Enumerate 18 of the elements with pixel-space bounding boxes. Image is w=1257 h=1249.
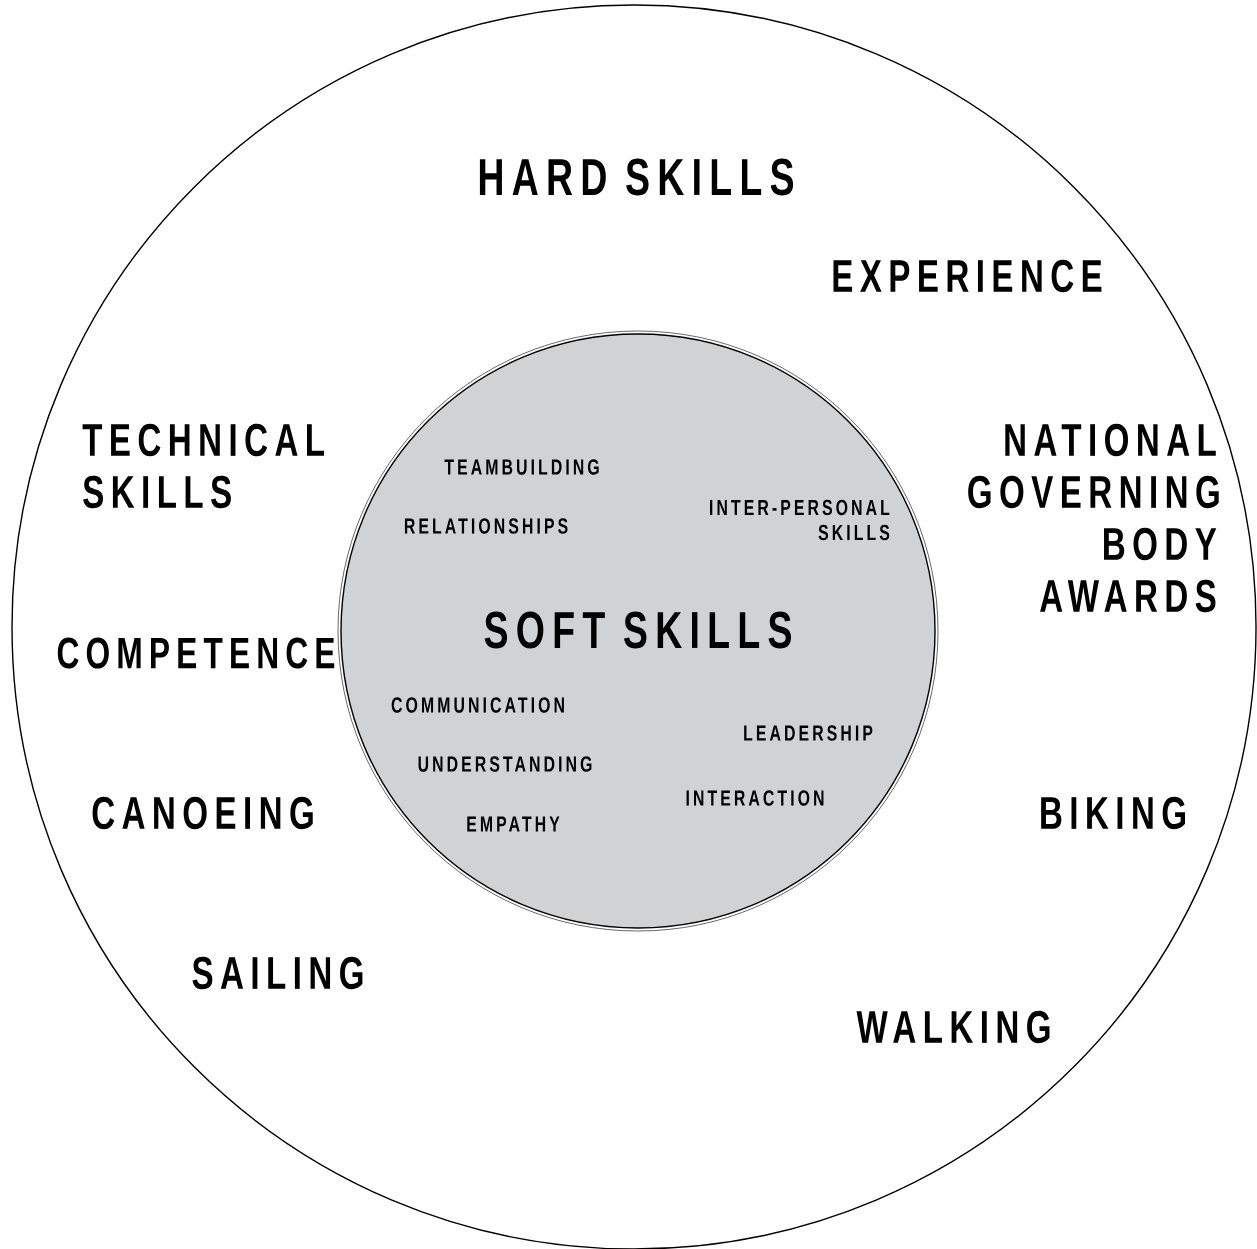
heading: HARD SKILLS xyxy=(479,158,794,196)
skill-label: UNDERSTANDING xyxy=(418,756,592,772)
heading: SOFT SKILLS xyxy=(484,611,791,649)
skill-label: BIKING xyxy=(1041,796,1185,830)
skill-label: COMPETENCE xyxy=(57,637,335,669)
skill-label: RELATIONSHIPS xyxy=(404,518,568,534)
skill-label: CANOEING xyxy=(92,796,313,830)
skill-label: INTERACTION xyxy=(686,790,824,806)
skill-label: SAILING xyxy=(192,956,363,990)
skill-label: COMMUNICATION xyxy=(391,697,564,713)
skill-label: WALKING xyxy=(856,1010,1050,1044)
skill-label: LEADERSHIP xyxy=(744,725,873,741)
skill-label: NATIONAL GOVERNING BODY AWARDS xyxy=(968,423,1219,613)
skill-label: EXPERIENCE xyxy=(833,259,1102,293)
skill-label: INTER-PERSONAL SKILLS xyxy=(710,499,890,541)
skill-label: TEAMBUILDING xyxy=(444,459,599,475)
skill-label: EMPATHY xyxy=(467,816,560,832)
skill-label: TECHNICAL SKILLS xyxy=(82,423,324,509)
